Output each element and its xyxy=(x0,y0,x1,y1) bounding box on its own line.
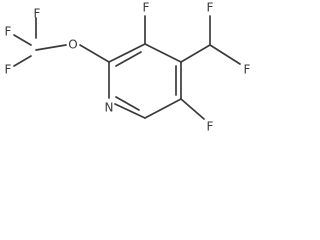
bond-c3-c4 xyxy=(144,43,182,63)
bond-cf3-o xyxy=(35,44,67,51)
bond-cf3-f3 xyxy=(13,55,32,67)
bond-c4-chf2 xyxy=(180,44,211,63)
bond-c6-n xyxy=(114,103,146,119)
atom-label-f-ring-top: F xyxy=(143,1,150,15)
bond-c2-c3 xyxy=(108,43,146,63)
bond-c5-f xyxy=(180,98,205,120)
atom-label-f-left: F xyxy=(5,63,12,77)
atom-label-f-top-left-1: F xyxy=(5,25,12,39)
bond-c5-c6 xyxy=(144,98,182,119)
bond-double-c6-n xyxy=(115,96,140,111)
atom-label-nitrogen: N xyxy=(105,101,114,115)
atom-label-f-top-left-2: F xyxy=(34,7,41,21)
atom-label-f-difluoromethyl-1: F xyxy=(207,1,214,15)
bond-o-c2 xyxy=(79,44,110,63)
bonds xyxy=(13,15,241,120)
atom-label-oxygen: O xyxy=(68,38,77,52)
bond-double-c2-c3 xyxy=(115,51,142,67)
chemical-structure: F F F O F F F N F xyxy=(5,1,251,134)
atom-label-f-ring-bottom: F xyxy=(207,120,214,134)
atom-labels: F F F O F F F N F xyxy=(5,1,251,134)
bond-chf2-f2 xyxy=(209,44,241,65)
atom-label-f-difluoromethyl-2: F xyxy=(244,63,251,77)
bond-cf3-f1 xyxy=(13,34,32,46)
